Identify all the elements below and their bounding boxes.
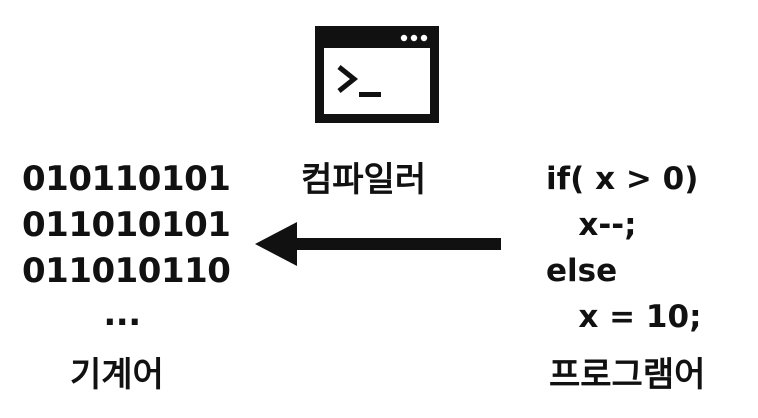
compiler-label: 컴파일러	[301, 160, 427, 200]
program-language-label: 프로그램어	[549, 355, 706, 395]
machine-code-ellipsis: ...	[103, 294, 141, 334]
terminal-window-icon	[315, 26, 439, 123]
machine-code-block: 010110101 011010101 011010110 ...	[22, 156, 231, 334]
program-code-line: else	[546, 253, 618, 289]
machine-language-label: 기계어	[70, 355, 164, 395]
program-code-line: x = 10;	[546, 299, 702, 335]
arrow-left-icon	[255, 222, 501, 266]
program-code-block: if( x > 0) x--; else x = 10;	[546, 156, 701, 340]
program-code-line: x--;	[546, 207, 637, 243]
machine-code-line: 011010101	[22, 205, 231, 245]
program-code-line: if( x > 0)	[546, 161, 699, 197]
machine-code-line: 010110101	[22, 159, 231, 199]
machine-code-line: 011010110	[22, 251, 231, 291]
